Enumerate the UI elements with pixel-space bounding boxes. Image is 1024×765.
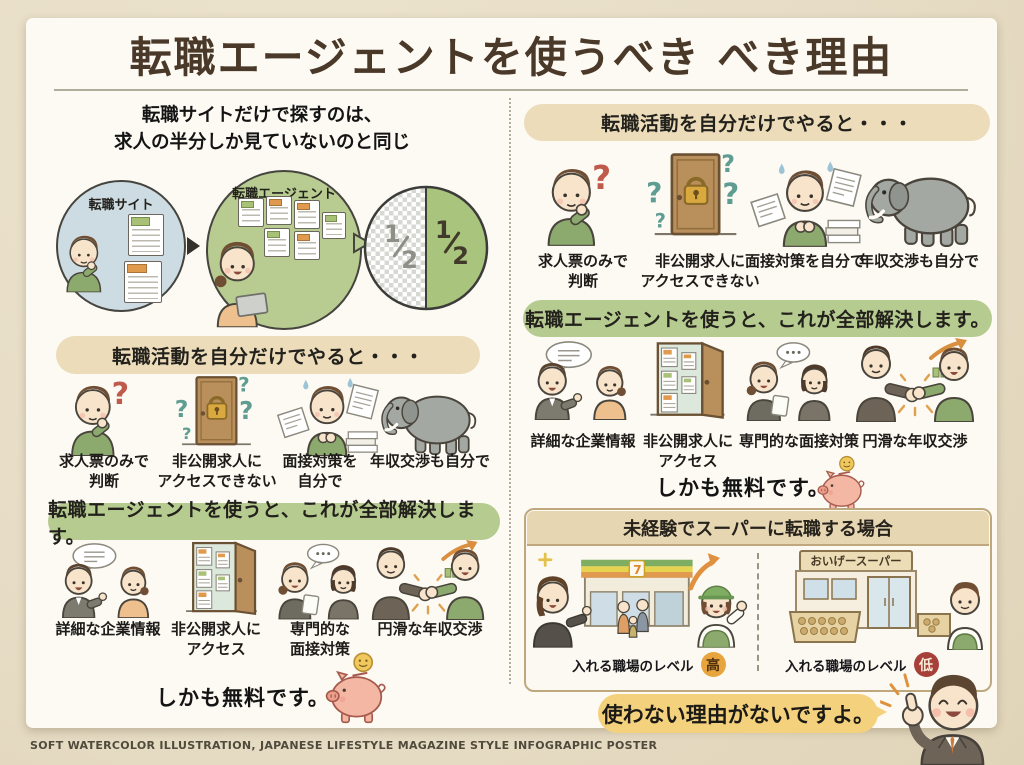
agent-with-tablet-icon: [208, 224, 286, 328]
solution-label: 非公開求人に アクセス: [170, 620, 261, 658]
left-free-note: しかも無料です。: [156, 686, 330, 710]
worried-thinker-icon: [528, 158, 626, 246]
job-card-icon: [266, 196, 292, 225]
arrow-right-icon: [187, 237, 200, 255]
title-divider: [54, 89, 968, 91]
piggy-bank-icon: [322, 650, 392, 724]
locked-door-icon: [170, 370, 262, 456]
job-card-icon: [264, 228, 290, 257]
site-bubble-label: 転職サイト: [88, 198, 154, 213]
left-solutions-banner: 転職エージェントを使うと、これが全部解決します。: [48, 499, 500, 548]
right-free-note: しかも無料です。: [656, 476, 830, 500]
job-card-icon: [124, 261, 162, 303]
open-door-icon: [642, 336, 732, 424]
piggy-bank-icon: [814, 454, 870, 512]
solution-label: 円滑な年収交渉: [377, 620, 483, 638]
interview-coaching-icon: [740, 340, 840, 422]
locked-door-icon: [640, 146, 750, 248]
bubble-tail-icon: [353, 232, 373, 254]
right-problems-banner: 転職活動を自分だけでやると・・・: [524, 104, 990, 141]
open-door-icon: [178, 536, 264, 620]
pie-icon: [363, 185, 489, 311]
job-card-icon: [128, 214, 164, 256]
footer-caption: SOFT WATERCOLOR ILLUSTRATION, JAPANESE L…: [30, 739, 658, 752]
level-high-row: 入れる職場のレベル 高: [572, 652, 726, 677]
worried-thinker-icon: [52, 376, 144, 456]
left-headline: 転職サイトだけで探すのは、 求人の半分しか見ていないのと同じ: [113, 105, 410, 153]
job-seeker-thinking-icon: [52, 214, 124, 306]
solution-label: 非公開求人に アクセス: [642, 432, 733, 470]
elephant-icon: [858, 164, 986, 248]
pie-left-fraction: 1 2: [384, 220, 418, 274]
consultant-info-icon: [528, 340, 634, 420]
left-problems-banner: 転職活動を自分だけでやると・・・: [56, 336, 480, 374]
job-card-icon: [322, 212, 346, 239]
thumbs-up-man-icon: [880, 668, 1004, 765]
half-jobs-pie-chart: 1 2 1 2: [362, 184, 490, 312]
page-title: 転職エージェントを使うべき べき理由: [129, 33, 894, 82]
problem-label: 求人票のみで 判断: [58, 452, 149, 490]
problem-label: 求人票のみで 判断: [537, 252, 628, 290]
column-divider: [509, 98, 511, 684]
case-divider: [757, 553, 759, 671]
level-low-label: 入れる職場のレベル: [785, 658, 907, 675]
solution-label: 専門的な面接対策: [738, 432, 859, 450]
level-high-label: 入れる職場のレベル: [572, 658, 694, 675]
stressed-papers-icon: [274, 374, 382, 456]
right-solutions-banner: 転職エージェントを使うと、これが全部解決します。: [523, 300, 992, 337]
conclusion-bubble: 使わない理由がないですよ。: [598, 694, 878, 733]
problem-label: 年収交渉も自分で: [858, 252, 979, 270]
handshake-negotiation-icon: [368, 540, 488, 620]
problem-label: 年収交渉も自分で: [369, 452, 490, 470]
problem-label: 非公開求人に アクセスできない: [640, 252, 760, 290]
level-low-row: 入れる職場のレベル 低: [785, 652, 939, 677]
job-card-icon: [238, 198, 264, 227]
interview-coaching-icon: [272, 542, 368, 620]
solution-label: 円滑な年収交渉: [862, 432, 968, 450]
problem-label: 非公開求人に アクセスできない: [157, 452, 277, 490]
handshake-negotiation-icon: [852, 338, 978, 422]
solution-label: 詳細な企業情報: [55, 620, 161, 638]
case-study-header: 未経験でスーパーに転職する場合: [527, 511, 989, 546]
store-sign-label: おいげースーパー: [810, 554, 902, 568]
consultant-info-icon: [54, 542, 158, 618]
solution-label: 専門的な 面接対策: [289, 620, 350, 658]
stressed-papers-icon: [748, 156, 864, 248]
problem-label: 面接対策を自分で: [744, 252, 865, 270]
problem-label: 面接対策を 自分で: [282, 452, 358, 490]
job-card-icon: [294, 231, 320, 260]
solution-label: 詳細な企業情報: [530, 432, 636, 450]
convenience-store-scene-icon: [532, 548, 754, 648]
level-high-badge: 高: [700, 652, 726, 677]
elephant-icon: [372, 384, 488, 456]
level-low-badge: 低: [913, 652, 939, 677]
conclusion-bubble-tail-icon: [872, 704, 887, 720]
pie-right-fraction: 1 2: [435, 216, 469, 270]
job-card-icon: [294, 200, 320, 229]
